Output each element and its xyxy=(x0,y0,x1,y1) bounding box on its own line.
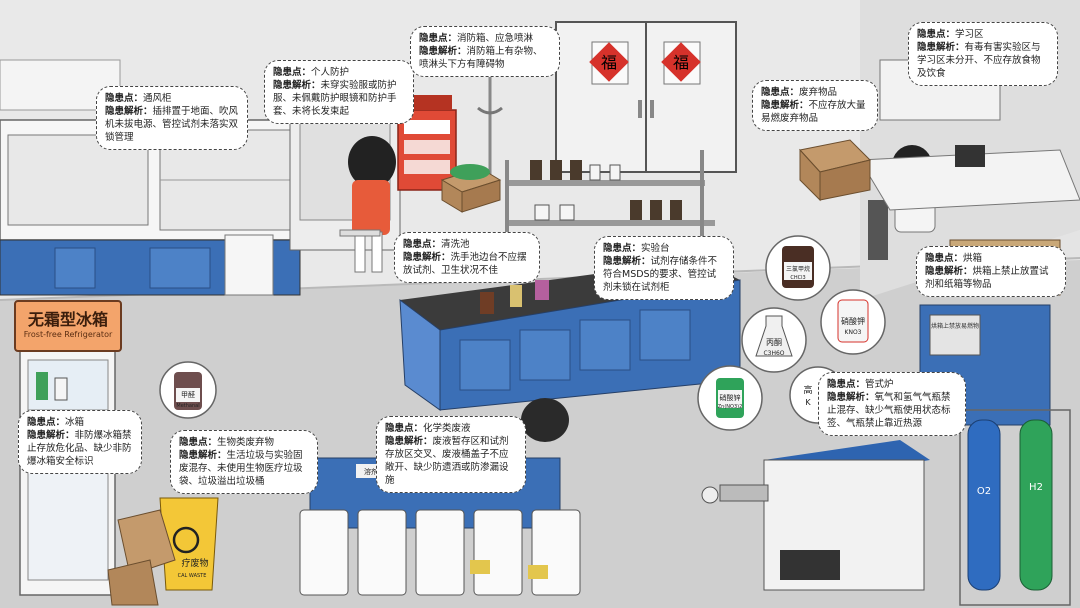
hazard-fridge: 隐患点：冰箱 隐患解析：非防爆冰箱禁止存放危化品、缺少非防爆冰箱安全标识 xyxy=(18,410,142,474)
hazard-waste-items: 隐患点：废弃物品 隐患解析：不应存放大量易燃废弃物品 xyxy=(752,80,878,131)
student-girl xyxy=(339,136,396,273)
hazard-study: 隐患点：学习区 隐患解析：有毒有害实验区与学习区未分开、不应存放食物及饮食 xyxy=(908,22,1058,86)
svg-text:Zn(NO3)2: Zn(NO3)2 xyxy=(718,404,743,410)
hazard-fume-hood: 隐患点：通风柜 隐患解析：插排置于地面、吹风机未拔电源、管控试剂未落实双锁管理 xyxy=(96,86,248,150)
hazard-bench: 隐患点：实验台 隐患解析：试剂存储条件不符合MSDS的要求、管控试剂未锁在试剂柜 xyxy=(594,236,734,300)
svg-text:Methanal: Methanal xyxy=(176,403,199,409)
hazard-bio-waste: 隐患点：生物类废弃物 隐患解析：生活垃圾与实验固废混存、未使用生物医疗垃圾袋、垃… xyxy=(170,430,318,494)
door-char-left: 福 xyxy=(601,53,617,72)
gas-cylinders: O2 H2 xyxy=(959,409,1071,606)
svg-text:KNO3: KNO3 xyxy=(845,329,862,336)
solvent-sign: 溶剂 xyxy=(364,467,378,476)
oven-sign: 烘箱上禁放易燃物 xyxy=(931,322,979,330)
waste-bin-en: CAL WASTE xyxy=(178,573,207,579)
svg-text:硝酸锌: 硝酸锌 xyxy=(720,393,741,402)
svg-text:K: K xyxy=(805,398,811,407)
svg-text:C3H6O: C3H6O xyxy=(763,350,784,357)
fire-cabinet xyxy=(397,95,457,191)
fridge-sign-en: Frost-free Refrigerator xyxy=(23,330,113,339)
fridge xyxy=(19,349,116,596)
bottle-chcl3: 三氯甲烷 CHCl3 xyxy=(765,235,831,301)
waste-bin-label: 疗废物 xyxy=(181,557,208,569)
double-door: 福 福 xyxy=(555,21,737,173)
lab-bench xyxy=(399,260,741,411)
svg-text:硝酸钾: 硝酸钾 xyxy=(841,316,865,326)
door-char-right: 福 xyxy=(673,53,689,72)
h2-label: H2 xyxy=(1029,482,1043,493)
hazard-personal: 隐患点：个人防护 隐患解析：未穿实验服或防护服、未佩戴防护眼镜和防护手套、未将长… xyxy=(264,60,414,124)
bottle-acetone: 丙酮 C3H6O xyxy=(741,307,807,373)
svg-text:高: 高 xyxy=(803,384,812,396)
o2-label: O2 xyxy=(977,486,991,497)
fridge-sign: 无霜型冰箱 Frost-free Refrigerator xyxy=(14,300,122,352)
tube-furnace xyxy=(701,440,930,591)
svg-text:甲醛: 甲醛 xyxy=(181,390,195,399)
hazard-chem-waste: 隐患点：化学类废液 隐患解析：废液暂存区和试剂存放区交叉、废液桶盖子不应敞开、缺… xyxy=(376,416,526,493)
biohazard-bin: 疗废物 CAL WASTE xyxy=(107,497,219,606)
svg-text:三氯甲烷: 三氯甲烷 xyxy=(786,265,810,273)
bottle-zinc-nitrate: 硝酸锌 Zn(NO3)2 xyxy=(697,365,763,431)
svg-text:CHCl3: CHCl3 xyxy=(790,275,805,281)
bottle-methanal: 甲醛 Methanal xyxy=(159,361,217,419)
reagent-shelf xyxy=(505,150,715,240)
hazard-oven: 隐患点：烘箱 隐患解析：烘箱上禁止放置试剂和纸箱等物品 xyxy=(916,246,1066,297)
fridge-sign-cn: 无霜型冰箱 xyxy=(27,310,108,329)
bottle-kno3: 硝酸钾 KNO3 xyxy=(820,289,886,355)
svg-text:丙酮: 丙酮 xyxy=(766,338,782,347)
hazard-tube-furnace: 隐患点：管式炉 隐患解析：氧气和氢气气瓶禁止混存、缺少气瓶使用状态标签、气瓶禁止… xyxy=(818,372,966,436)
hazard-sink: 隐患点：清洗池 隐患解析：洗手池边台不应摆放试剂、卫生状况不佳 xyxy=(394,232,540,283)
hazard-fire-shower: 隐患点：消防箱、应急喷淋 隐患解析：消防箱上有杂物、喷淋头下方有障碍物 xyxy=(410,26,560,77)
